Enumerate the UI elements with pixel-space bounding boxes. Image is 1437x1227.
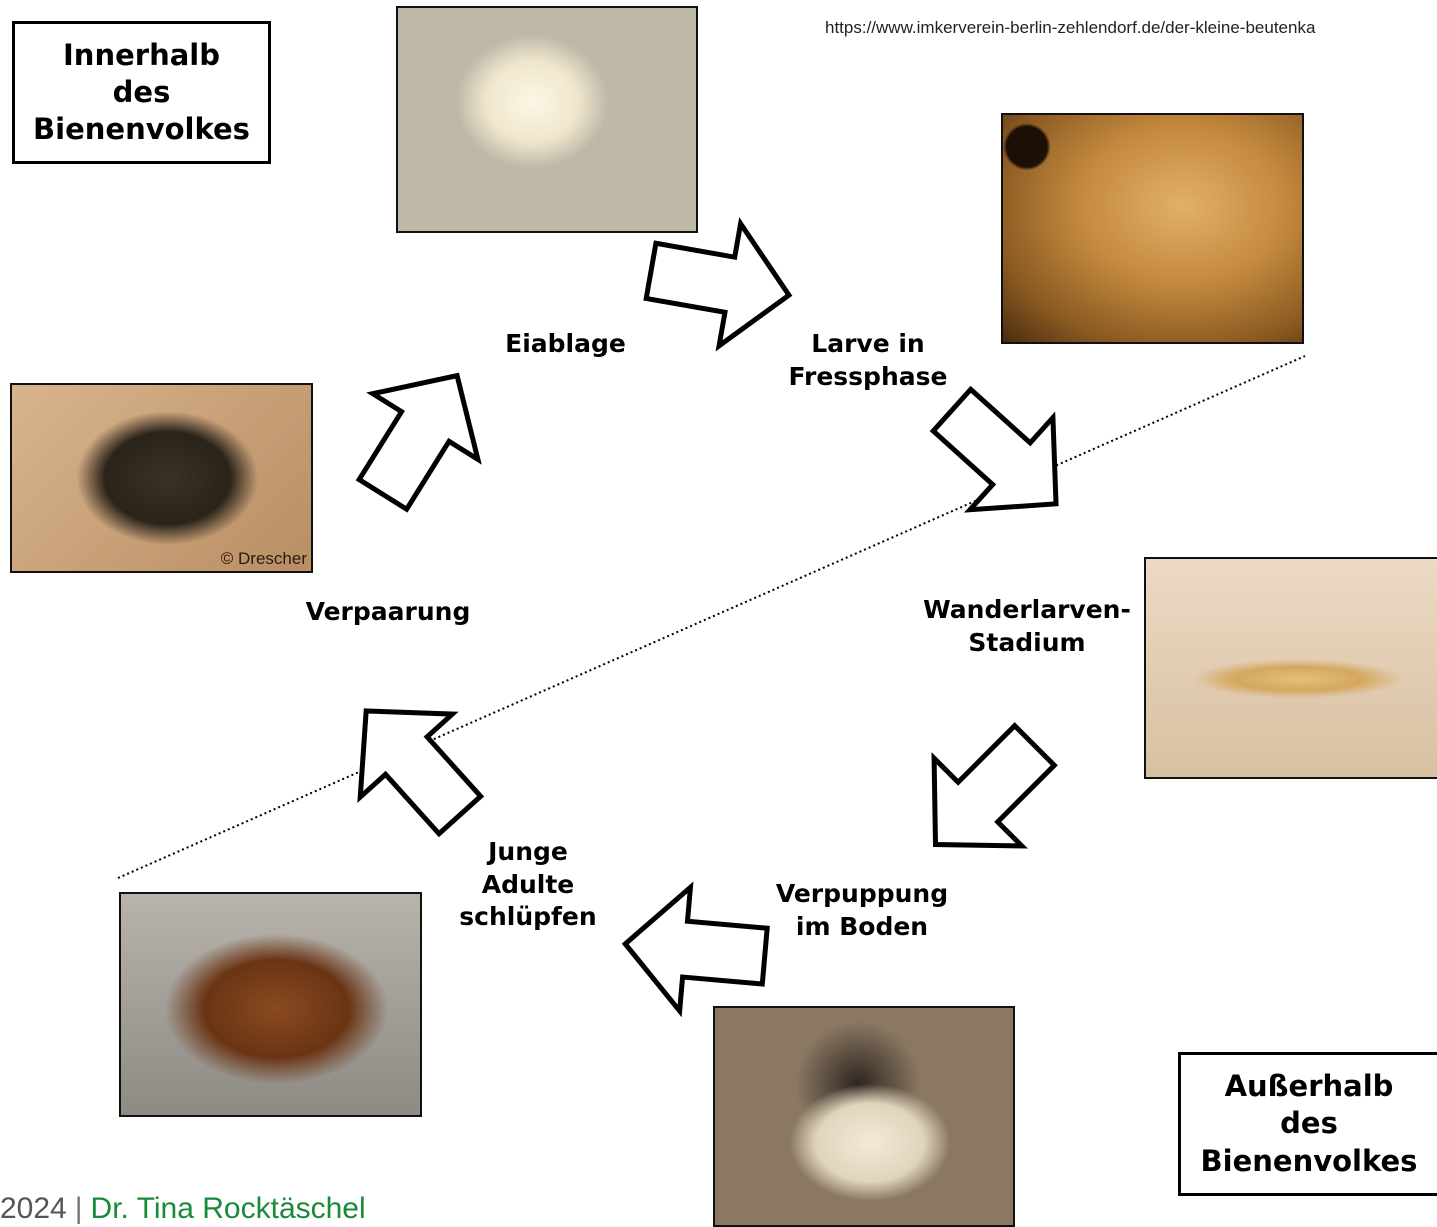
stage-adult-line-1: Junge: [488, 837, 568, 866]
stage-label-mating: Verpaarung: [298, 596, 478, 629]
stage-mating-line-1: Verpaarung: [305, 597, 471, 626]
outside-box-line-1: Außerhalb: [1224, 1069, 1394, 1104]
stage-egg-line-1: Eiablage: [505, 329, 626, 358]
stage-adult-line-3: schlüpfen: [459, 902, 597, 931]
colony-boundary-line: [117, 355, 1306, 879]
inside-box-line-3: Bienenvolkes: [33, 112, 250, 147]
source-url: https://www.imkerverein-berlin-zehlendor…: [825, 18, 1316, 37]
stage-label-egg-laying: Eiablage: [488, 328, 643, 361]
arrow-pupa-to-adult: [620, 882, 770, 1018]
pupa-in-soil-photo: [713, 1006, 1015, 1227]
inside-box-line-2: des: [112, 74, 171, 109]
outside-box-line-3: Bienenvolkes: [1200, 1143, 1418, 1178]
arrow-egg-to-larva: [640, 210, 799, 356]
footer-year: 2024: [0, 1192, 67, 1225]
stage-label-wandering-larva: Wanderlarven- Stadium: [912, 594, 1142, 659]
young-adult-beetle-photo: [119, 892, 422, 1117]
stage-larva-line-2: Fressphase: [788, 361, 948, 391]
stage-label-young-adults: Junge Adulte schlüpfen: [448, 836, 608, 934]
arrow-wanderer-to-pupa: [892, 702, 1079, 889]
outside-box-line-2: des: [1280, 1106, 1338, 1141]
footer-separator: |: [74, 1192, 83, 1225]
photo-credit: © Drescher: [220, 549, 307, 568]
stage-adult-line-2: Adulte: [481, 869, 575, 899]
outside-colony-box: Außerhalb des Bienenvolkes: [1178, 1052, 1437, 1196]
adult-beetle-photo: © Drescher: [10, 383, 313, 573]
feeding-larvae-photo: [1001, 113, 1304, 344]
arrow-adult-to-mating: [320, 669, 506, 856]
wandering-larva-photo: [1144, 557, 1437, 779]
stage-pupa-line-2: im Boden: [795, 911, 929, 941]
stage-wanderer-line-2: Stadium: [968, 627, 1086, 657]
inside-box-line-1: Innerhalb: [63, 37, 220, 72]
stage-wanderer-line-1: Wanderlarven-: [923, 595, 1131, 624]
footer: 2024|Dr. Tina Rocktäschel: [0, 1192, 366, 1226]
stage-label-feeding-larva: Larve in Fressphase: [777, 328, 959, 393]
footer-author: Dr. Tina Rocktäschel: [90, 1192, 366, 1225]
egg-cluster-photo: [396, 6, 698, 233]
inside-colony-box: Innerhalb des Bienenvolkes: [12, 21, 271, 164]
stage-pupa-line-1: Verpuppung: [775, 879, 949, 908]
stage-label-pupation: Verpuppung im Boden: [762, 878, 962, 943]
stage-larva-line-1: Larve in: [811, 329, 925, 358]
arrow-mating-to-egg: [330, 343, 509, 527]
